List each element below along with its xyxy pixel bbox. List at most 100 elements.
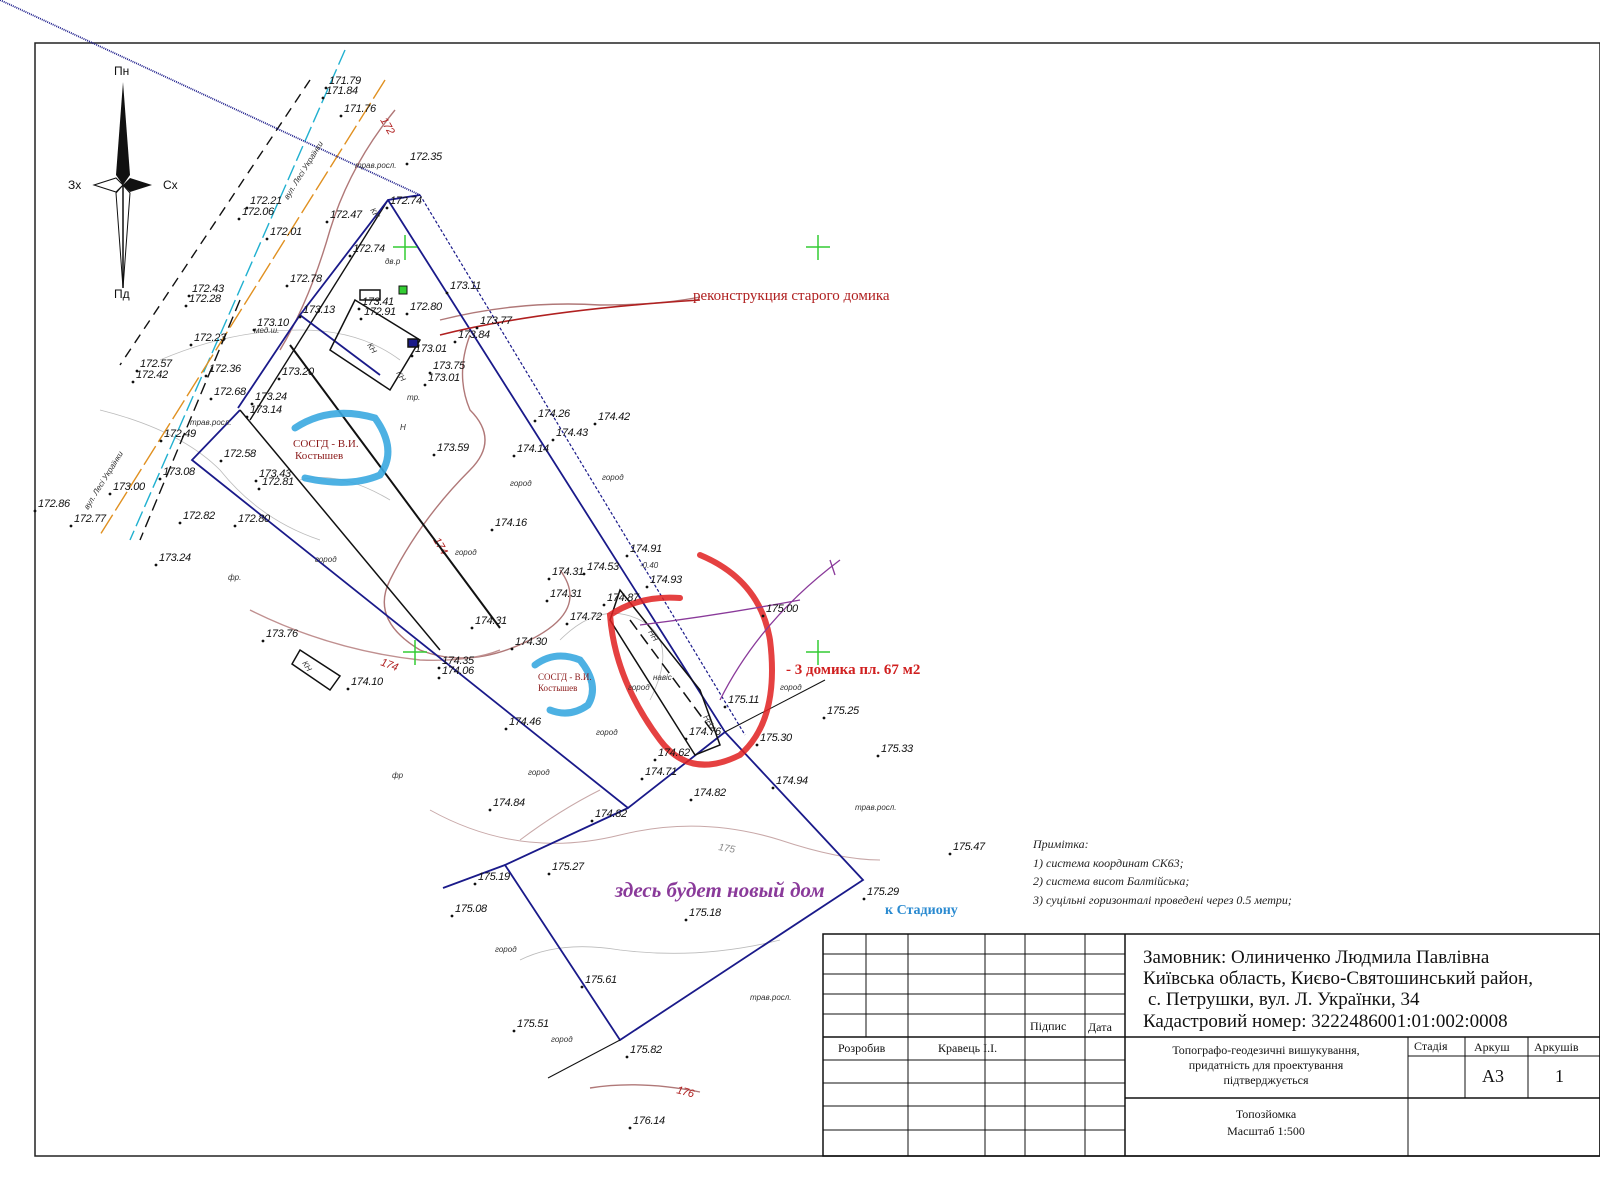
kn-label: КН	[368, 206, 381, 220]
elevation-label: 172.06	[242, 206, 275, 218]
elevation-label: 174.82	[694, 787, 726, 799]
elevation-label: 173.01	[428, 372, 460, 384]
elevation-label: 171.84	[326, 85, 358, 97]
elevation-label: 173.84	[458, 329, 490, 341]
small-label: -0.40	[640, 561, 659, 570]
elevation-label: 172.21	[250, 195, 282, 207]
survey-point	[453, 340, 457, 344]
elevation-label: 173.11	[450, 280, 481, 292]
elevation-label: 174.06	[442, 665, 475, 677]
notes-title: Примітка:	[1032, 837, 1089, 851]
contour-lines	[249, 109, 881, 1093]
elevation-label: 172.36	[209, 363, 242, 375]
elevation-label: 174.93	[650, 574, 683, 586]
survey-point	[219, 459, 223, 463]
shed-label: навіс	[653, 673, 672, 682]
contour-label: 174	[379, 657, 400, 674]
survey-point	[265, 237, 269, 241]
elevation-label: 172.47	[330, 209, 363, 221]
survey-point	[324, 86, 328, 90]
garden-label: город	[602, 473, 624, 482]
notes-line: 2) система висот Балтійська;	[1033, 874, 1189, 888]
garden-label: город	[455, 548, 477, 557]
customer-address: с. Петрушки, вул. Л. Українки, 34	[1148, 989, 1420, 1010]
survey-point	[131, 380, 135, 384]
annotation-new-house: здесь будет новый дом	[614, 878, 825, 902]
survey-point	[254, 479, 258, 483]
work-description: придатність для проектування	[1189, 1058, 1344, 1072]
survey-point	[684, 737, 688, 741]
survey-point	[69, 524, 73, 528]
survey-point	[209, 397, 213, 401]
survey-point	[822, 716, 826, 720]
elevation-label: 173.20	[282, 366, 315, 378]
survey-point	[723, 705, 727, 709]
elevation-label: 175.33	[881, 743, 914, 755]
stage-label: Стадія	[1414, 1039, 1448, 1053]
survey-point	[357, 307, 361, 311]
elevation-label: 174.10	[351, 676, 384, 688]
garden-label: город	[551, 1035, 573, 1044]
survey-point	[590, 819, 594, 823]
elevation-label: 174.82	[595, 808, 627, 820]
survey-point	[948, 852, 952, 856]
garden-label: город	[495, 945, 517, 954]
work-description: підтверджується	[1224, 1073, 1309, 1087]
survey-point	[437, 676, 441, 680]
survey-point	[625, 1055, 629, 1059]
sheet-label: Аркуш	[1474, 1040, 1510, 1054]
survey-point	[321, 96, 325, 100]
sheets-label: Аркушів	[1534, 1040, 1579, 1054]
survey-point	[245, 206, 249, 210]
elevation-label: 174.91	[630, 543, 662, 555]
survey-point	[277, 377, 281, 381]
survey-point	[628, 1126, 632, 1130]
elevation-label: 174.62	[658, 747, 690, 759]
survey-point	[428, 371, 432, 375]
developer-name: Кравець І.І.	[938, 1041, 997, 1055]
notes-line: 1) система координат СК63;	[1033, 856, 1184, 870]
yard-label: дв.р	[385, 257, 401, 266]
elevation-label: 173.13	[303, 304, 336, 316]
survey-point	[504, 727, 508, 731]
survey-point	[405, 162, 409, 166]
elevation-label: 174.14	[517, 443, 549, 455]
survey-point	[582, 572, 586, 576]
garden-label: город	[528, 768, 550, 777]
compass-west: Зх	[68, 178, 81, 192]
survey-point	[245, 415, 249, 419]
survey-point	[653, 758, 657, 762]
survey-point	[470, 626, 474, 630]
survey-point	[640, 777, 644, 781]
survey-point	[684, 918, 688, 922]
red-arrow	[439, 299, 701, 336]
cosgd-label: Костышев	[295, 450, 343, 462]
annotation-houses: - 3 домика пл. 67 м2	[786, 662, 920, 678]
elevation-label: 172.43	[192, 283, 225, 295]
garden-label: город	[628, 683, 650, 692]
elevation-label: 175.30	[760, 732, 793, 744]
title-block	[822, 933, 1600, 1157]
survey-point	[876, 754, 880, 758]
vegetation-label: трав.росл.	[750, 993, 792, 1002]
elevation-label: 174.30	[515, 636, 548, 648]
well-icon	[398, 285, 408, 295]
survey-point	[154, 563, 158, 567]
survey-point	[565, 622, 569, 626]
elevation-label: 172.74	[353, 243, 385, 255]
compass-east: Сх	[163, 178, 178, 192]
survey-point	[178, 521, 182, 525]
sheets-count: 1	[1555, 1066, 1564, 1086]
elevation-label: 175.00	[766, 603, 799, 615]
survey-point	[862, 897, 866, 901]
elevation-label: 172.81	[262, 476, 294, 488]
elevation-label: 176.14	[633, 1115, 665, 1127]
elevation-label: 172.57	[140, 358, 173, 370]
survey-point	[593, 422, 597, 426]
garden-label: город	[780, 683, 802, 692]
vegetation-label: трав.росл.	[190, 418, 232, 427]
kn-label: КН	[365, 341, 378, 355]
survey-point	[261, 639, 265, 643]
elevation-label: 172.49	[164, 428, 196, 440]
survey-point	[33, 509, 37, 513]
